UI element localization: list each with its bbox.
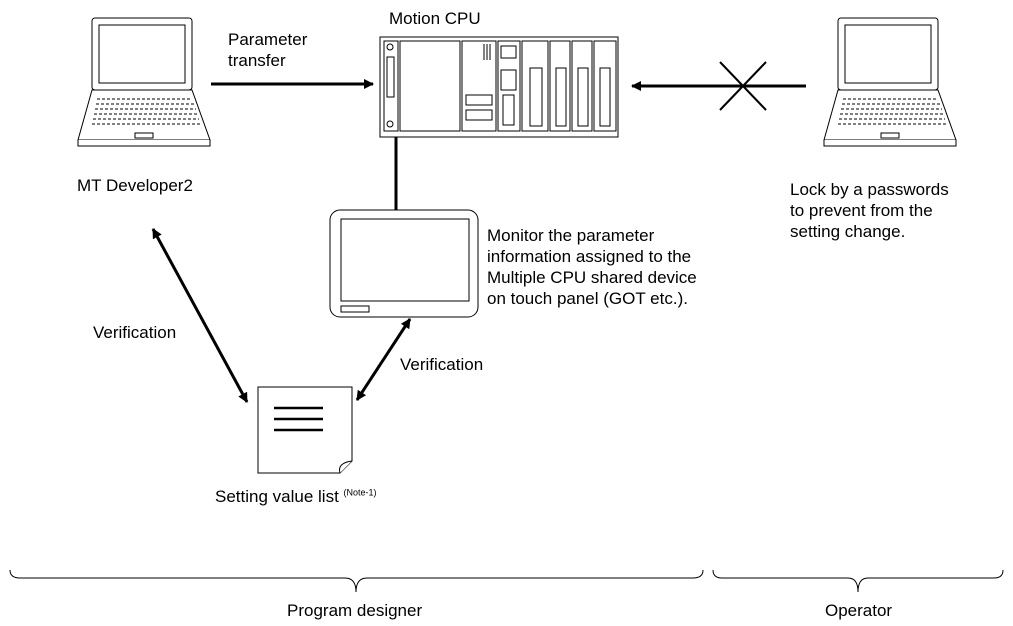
motion-cpu-rack-icon: [379, 36, 619, 138]
monitor-label-line3: Multiple CPU shared device: [487, 268, 697, 287]
parameter-transfer-label-line2: transfer: [228, 51, 286, 70]
operator-brace: [712, 569, 1004, 593]
lock-label-line3: setting change.: [790, 222, 906, 241]
monitor-label-line4: on touch panel (GOT etc.).: [487, 289, 688, 308]
program-designer-label: Program designer: [287, 601, 423, 620]
setting-list-note: (Note-1): [343, 487, 377, 498]
verification-label-left: Verification: [93, 323, 177, 342]
touch-panel-icon: [329, 209, 479, 318]
developer-label: MT Developer2: [77, 176, 193, 195]
lock-label-line1: Lock by a passwords: [790, 180, 949, 199]
document-icon: [257, 386, 353, 474]
lock-label-line2: to prevent from the: [790, 201, 933, 220]
monitor-label-line1: Monitor the parameter: [487, 226, 655, 245]
motion-cpu-label: Motion CPU: [389, 9, 481, 28]
laptop-icon: [77, 17, 211, 147]
monitor-label-line2: information assigned to the: [487, 247, 692, 266]
cross-icon: [719, 61, 767, 111]
verification-arrow-right: [355, 318, 412, 401]
operator-label: Operator: [825, 601, 893, 620]
verification-arrow-left: [151, 228, 249, 403]
setting-list-label: Setting value list (Note-1): [215, 487, 377, 507]
verification-label-right: Verification: [400, 355, 484, 374]
program-designer-brace: [9, 569, 704, 593]
laptop-icon: [823, 17, 957, 147]
parameter-transfer-label-line1: Parameter: [228, 30, 308, 49]
setting-list-text: Setting value list: [215, 487, 339, 506]
